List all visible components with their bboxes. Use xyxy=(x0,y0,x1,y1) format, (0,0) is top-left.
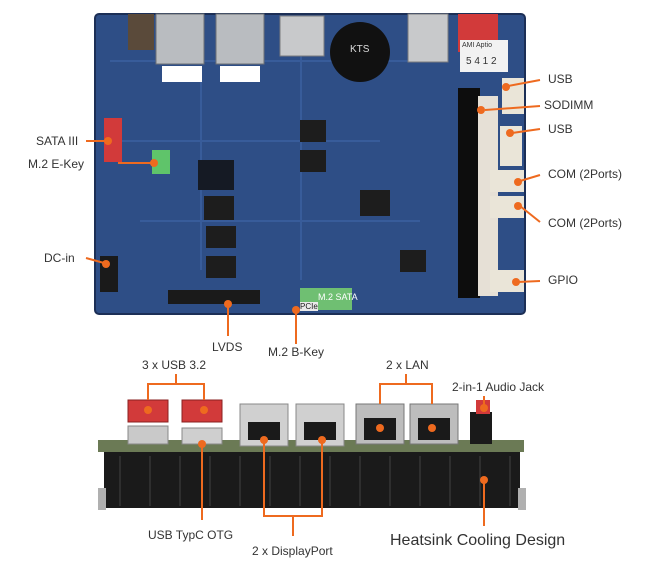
usb32-bracket xyxy=(147,383,205,400)
lvds-connector xyxy=(168,290,260,304)
heatsink xyxy=(104,452,520,508)
lan-label: 2 x LAN xyxy=(386,358,429,372)
com2-label: COM (2Ports) xyxy=(548,216,623,230)
dp-port-1 xyxy=(279,15,325,57)
chip-misc-1 xyxy=(300,120,326,142)
sata-connector xyxy=(104,118,122,162)
gpio-header xyxy=(490,270,524,292)
chip-l2 xyxy=(206,226,236,248)
sodimm-slot xyxy=(458,88,480,298)
usb-top-line xyxy=(507,79,541,87)
m2-slot-print: M.2 SATA xyxy=(318,292,358,302)
standoff-right xyxy=(518,488,526,510)
heatsink-label: Heatsink Cooling Design xyxy=(390,532,566,549)
m2-bkey-label: M.2 B-Key xyxy=(268,345,325,359)
usb-header-2 xyxy=(500,126,522,166)
chip-misc-2 xyxy=(300,150,326,172)
dc-jack xyxy=(128,14,154,50)
bios-sticker xyxy=(460,40,508,72)
com-header-2 xyxy=(490,196,524,218)
gpio-label: GPIO xyxy=(548,273,579,287)
usb-mid-label: USB xyxy=(548,122,573,136)
cpu-chip xyxy=(198,160,234,190)
sodimm-line xyxy=(484,105,541,111)
usb-mid-line xyxy=(511,128,541,134)
displayport-label: 2 x DisplayPort xyxy=(252,544,333,558)
sticker-line1: AMI Aptio xyxy=(462,42,492,49)
audio-label: 2-in-1 Audio Jack xyxy=(452,380,545,394)
chip-misc-4 xyxy=(400,250,426,272)
lan-port-1 xyxy=(155,13,205,65)
lan-port-2 xyxy=(215,13,265,65)
com-header-1 xyxy=(490,170,524,192)
bottom-dots xyxy=(144,404,488,484)
usb32-port-3 xyxy=(127,425,169,445)
battery-print: KTS xyxy=(350,44,370,55)
standoff-left xyxy=(98,488,106,510)
top-dots xyxy=(102,83,522,314)
sodimm-label: SODIMM xyxy=(544,98,594,112)
pcie-print: PCIe xyxy=(300,302,318,311)
lvds-label: LVDS xyxy=(212,340,243,354)
top-board xyxy=(94,13,526,315)
bottom-callouts xyxy=(147,374,485,536)
sata-label: SATA III xyxy=(36,134,79,148)
lan-label-2 xyxy=(220,66,260,82)
typec-label: USB TypC OTG xyxy=(148,528,234,542)
sticker-line2: 5 4 1 2 xyxy=(466,56,497,67)
gpio-line xyxy=(517,280,541,283)
usb-top-label: USB xyxy=(548,72,573,86)
chip-l3 xyxy=(206,256,236,278)
side-board xyxy=(98,399,526,510)
dp-port-2 xyxy=(407,13,449,63)
chip-misc-3 xyxy=(360,190,390,216)
top-callouts xyxy=(85,79,541,344)
audio-jack xyxy=(470,412,492,444)
m2-ekey-label: M.2 E-Key xyxy=(28,157,85,171)
usb32-label: 3 x USB 3.2 xyxy=(142,358,207,372)
com2-line xyxy=(519,205,541,223)
com1-label: COM (2Ports) xyxy=(548,167,623,181)
lan-bracket xyxy=(379,383,433,404)
dcin-label: DC-in xyxy=(44,251,75,265)
cmos-battery xyxy=(330,22,390,82)
m2-ekey-slot xyxy=(152,150,170,174)
lan-label-1 xyxy=(162,66,202,82)
heatsink-fins xyxy=(119,456,511,506)
dcin-line xyxy=(85,257,105,264)
chip-l1 xyxy=(204,196,234,220)
com1-line xyxy=(519,174,541,182)
